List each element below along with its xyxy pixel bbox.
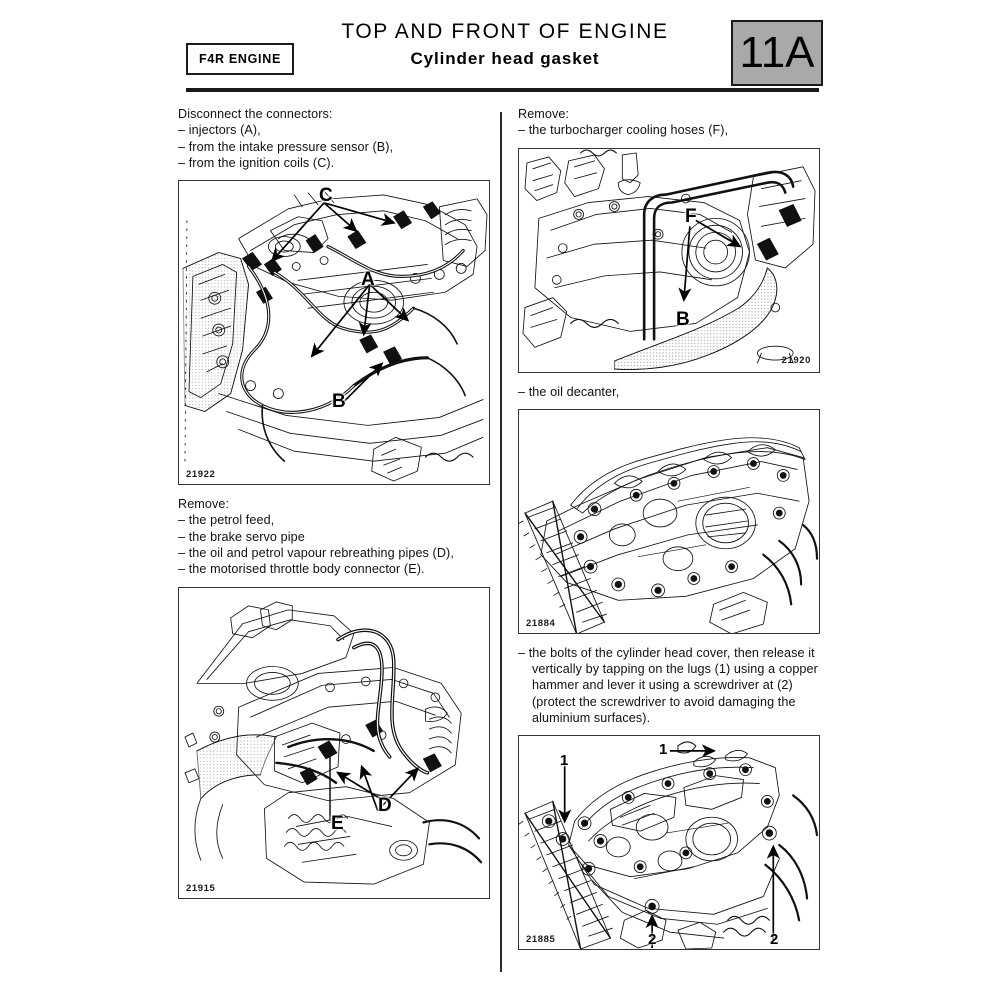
left-block2-lead: Remove:	[178, 497, 230, 512]
figure-21884-id: 21884	[526, 617, 556, 629]
right-block3-line-0: – the bolts of the cylinder head cover, …	[518, 645, 815, 660]
figure-21915-id: 21915	[186, 882, 216, 894]
figure-21922-artwork	[179, 181, 489, 485]
left-instruction-block-2: Remove: – the petrol feed, – the brake s…	[178, 496, 490, 577]
figure-21885-callout-1-left: 1	[560, 752, 569, 770]
right-instruction-block-2: – the oil decanter,	[518, 384, 820, 400]
right-block3-line-3: (protect the screwdriver to avoid damagi…	[532, 694, 796, 709]
right-column: Remove: – the turbocharger cooling hoses…	[518, 106, 820, 951]
figure-21915-artwork	[179, 587, 489, 898]
left-instruction-block-1: Disconnect the connectors: – injectors (…	[178, 106, 490, 171]
left-block1-item-1: – from the intake pressure sensor (B),	[178, 139, 394, 154]
right-instruction-block-1: Remove: – the turbocharger cooling hoses…	[518, 106, 820, 139]
figure-21922-callout-C: C	[319, 185, 333, 207]
page-title: TOP AND FRONT OF ENGINE Cylinder head ga…	[290, 18, 720, 71]
figure-21885-artwork	[519, 736, 819, 950]
figure-21915-callout-E: E	[331, 812, 344, 834]
left-block2-item-0: – the petrol feed,	[178, 513, 275, 528]
figure-21922-callout-A: A	[361, 269, 375, 291]
right-block3-line-1: vertically by tapping on the lugs (1) us…	[532, 662, 818, 677]
figure-21885-callout-1-top: 1	[659, 741, 668, 759]
page-title-main: TOP AND FRONT OF ENGINE	[341, 20, 669, 43]
engine-type-box: F4R ENGINE	[186, 43, 294, 75]
left-column: Disconnect the connectors: – injectors (…	[178, 106, 490, 899]
figure-21920-artwork	[519, 148, 819, 372]
right-block1-lead: Remove:	[518, 107, 570, 121]
figure-21885-id: 21885	[526, 934, 556, 946]
engine-type-label: F4R ENGINE	[198, 52, 281, 66]
left-block2-item-3: – the motorised throttle body connector …	[178, 562, 425, 577]
figure-21922: C A B 21922	[178, 180, 490, 486]
figure-21885-callout-2-right: 2	[770, 931, 779, 949]
right-instruction-block-3: – the bolts of the cylinder head cover, …	[518, 645, 820, 726]
figure-21885-callout-2-bottom: 2	[648, 931, 657, 949]
left-block1-item-0: – injectors (A),	[178, 123, 261, 138]
page-header: F4R ENGINE TOP AND FRONT OF ENGINE Cylin…	[0, 0, 983, 100]
section-badge: 11A	[731, 20, 823, 86]
figure-21884: 21884	[518, 408, 820, 634]
left-block1-item-2: – from the ignition coils (C).	[178, 155, 335, 170]
left-block2-item-2: – the oil and petrol vapour rebreathing …	[178, 546, 454, 561]
header-rule	[186, 88, 819, 92]
figure-21884-artwork	[519, 409, 819, 633]
figure-21920-callout-B2: B	[676, 308, 690, 330]
figure-21920: F B 21920	[518, 147, 820, 373]
right-block3-line-2: hammer and lever it using a screwdriver …	[532, 678, 793, 693]
page-title-sub: Cylinder head gasket	[410, 49, 600, 68]
right-block1-item-0: – the turbocharger cooling hoses (F),	[518, 123, 729, 138]
right-block2-item-0: – the oil decanter,	[518, 384, 620, 399]
figure-21915: D E 21915	[178, 586, 490, 899]
section-badge-label: 11A	[739, 28, 815, 77]
left-block1-lead: Disconnect the connectors:	[178, 107, 333, 121]
figure-21885: 1 1 2 2 21885	[518, 735, 820, 951]
figure-21920-callout-F: F	[685, 205, 697, 227]
figure-21920-id: 21920	[781, 354, 811, 366]
left-block2-item-1: – the brake servo pipe	[178, 529, 305, 544]
column-divider	[500, 112, 502, 972]
figure-21915-callout-D: D	[378, 794, 392, 816]
figure-21922-id: 21922	[186, 469, 216, 481]
right-block3-line-4: aluminium surfaces).	[532, 711, 651, 726]
figure-21922-callout-B: B	[332, 391, 346, 413]
